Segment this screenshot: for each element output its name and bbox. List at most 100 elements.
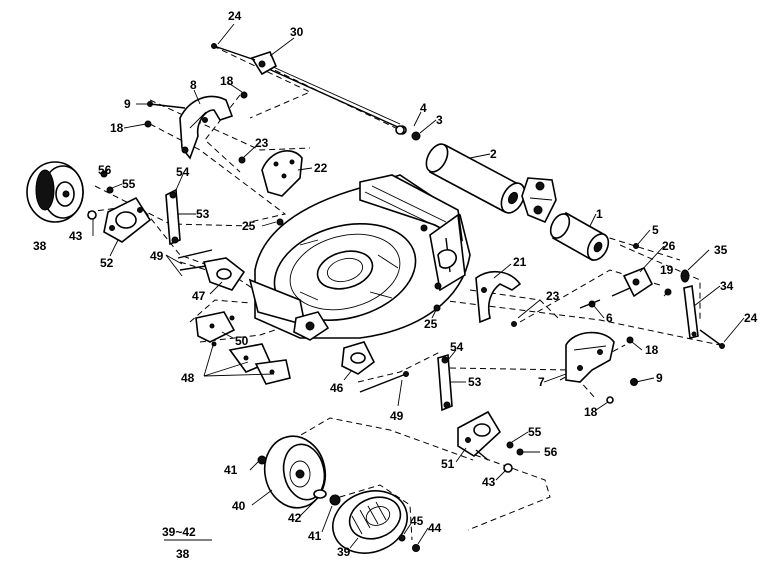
rear-axle-rod <box>211 43 407 135</box>
label-55-right: 55 <box>528 425 542 439</box>
label-50: 50 <box>235 334 249 348</box>
washer-45 <box>398 534 406 542</box>
pin-24-right <box>699 329 723 347</box>
label-40: 40 <box>232 499 246 513</box>
washer-55-right <box>506 441 514 449</box>
label-range-39-42: 39~42 <box>162 525 196 539</box>
label-43-right: 43 <box>482 475 496 489</box>
label-49-left: 49 <box>150 249 164 263</box>
label-3: 3 <box>436 113 443 127</box>
washer-43-left <box>87 210 97 220</box>
label-43-left: 43 <box>69 229 83 243</box>
label-56-left: 56 <box>98 163 112 177</box>
bolt-18-top <box>240 91 248 99</box>
bolt-23-right <box>511 321 517 327</box>
bolt-23-left <box>238 156 246 164</box>
label-19: 19 <box>660 263 674 277</box>
front-wheel-tire-39 <box>332 490 408 554</box>
bolt-49-front-head <box>403 371 409 377</box>
height-adjuster-left <box>165 188 181 246</box>
rear-wheel-left <box>26 161 84 223</box>
wheel-plate-51 <box>457 410 502 461</box>
front-deflector-7 <box>565 331 615 383</box>
label-7: 7 <box>538 375 545 389</box>
nut-44 <box>412 544 420 552</box>
axle-bracket-46 <box>341 341 376 375</box>
hub-cap-52 <box>103 196 152 243</box>
label-5: 5 <box>652 223 659 237</box>
label-51: 51 <box>441 457 455 471</box>
nut-56-left <box>100 170 108 178</box>
bolt-18-bottom <box>606 396 614 404</box>
label-44: 44 <box>428 521 442 535</box>
front-wheel-inner-40 <box>263 435 327 509</box>
rear-roller <box>425 143 526 214</box>
label-1: 1 <box>596 207 603 221</box>
rear-deflector <box>179 95 234 160</box>
label-53-right: 53 <box>468 375 482 389</box>
bolt-18-right <box>626 336 634 344</box>
washer-55-left <box>106 186 114 194</box>
label-56-right: 56 <box>544 445 558 459</box>
pivot-6-shank <box>579 299 601 309</box>
label-49-front: 49 <box>390 409 404 423</box>
axle-spacer-42 <box>313 489 327 499</box>
label-18-top: 18 <box>220 74 234 88</box>
label-9-left: 9 <box>124 97 131 111</box>
label-25-right: 25 <box>424 317 438 331</box>
label-47: 47 <box>192 289 206 303</box>
label-18-bottom: 18 <box>584 405 598 419</box>
label-41-right: 41 <box>308 529 322 543</box>
label-46: 46 <box>330 381 344 395</box>
bolt-9-top-shank <box>149 103 186 109</box>
label-4: 4 <box>420 101 427 115</box>
nut-25-left <box>276 218 284 226</box>
side-deflector-21 <box>475 271 522 324</box>
label-23-right: 23 <box>546 289 560 303</box>
bearing-41-left <box>257 455 267 465</box>
part-labels: 24 30 18 8 9 18 4 3 2 23 22 56 55 54 38 … <box>33 9 758 561</box>
height-adjuster-right <box>437 353 453 412</box>
label-2: 2 <box>490 147 497 161</box>
label-55-left: 55 <box>122 177 136 191</box>
latch-assembly-26 <box>611 266 654 298</box>
label-54-left: 54 <box>176 165 190 179</box>
label-42: 42 <box>288 511 302 525</box>
axle-bracket-47 <box>202 257 246 291</box>
label-18-left: 18 <box>110 121 124 135</box>
spring-35 <box>680 269 690 283</box>
label-48: 48 <box>181 371 195 385</box>
bolt-49-front <box>359 373 407 393</box>
side-plate-22 <box>261 150 303 197</box>
label-18-right: 18 <box>645 343 659 357</box>
screw-5 <box>633 243 639 249</box>
label-22: 22 <box>314 161 328 175</box>
label-9-right: 9 <box>656 371 663 385</box>
label-52: 52 <box>100 256 114 270</box>
label-34: 34 <box>720 279 734 293</box>
label-24-right: 24 <box>744 311 758 325</box>
label-25-left: 25 <box>242 219 256 233</box>
label-38-wheel: 38 <box>33 239 47 253</box>
label-41-left: 41 <box>224 463 238 477</box>
nut-25-right <box>433 304 441 312</box>
bearing-41-right <box>329 494 341 506</box>
front-roller <box>549 211 610 262</box>
label-54-right: 54 <box>450 340 464 354</box>
bolts-49-left <box>177 249 213 271</box>
washer-4 <box>395 125 405 135</box>
drive-bracket <box>521 177 557 224</box>
label-26: 26 <box>662 239 676 253</box>
leader-lines <box>92 23 745 549</box>
label-30: 30 <box>290 25 304 39</box>
mower-deck <box>248 174 471 341</box>
label-21: 21 <box>513 255 527 269</box>
label-39: 39 <box>337 545 351 559</box>
label-35: 35 <box>714 243 728 257</box>
label-24-top: 24 <box>228 9 242 23</box>
handle-rod-34 <box>683 285 699 339</box>
label-range-38: 38 <box>176 547 190 561</box>
label-23-left: 23 <box>255 136 269 150</box>
label-53-left: 53 <box>196 207 210 221</box>
